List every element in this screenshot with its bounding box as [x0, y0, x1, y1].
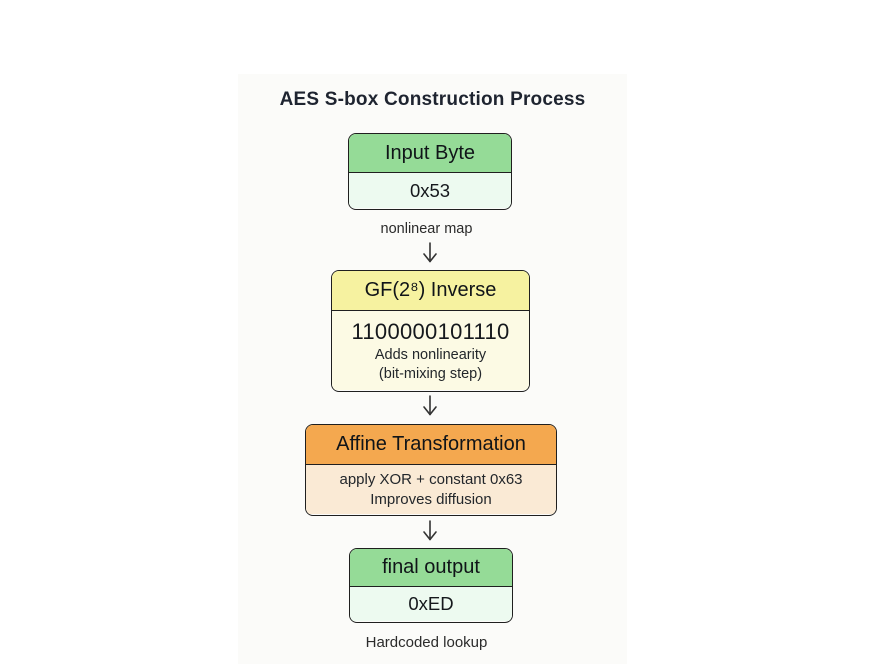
arrow-down-icon [422, 395, 438, 421]
gf-inverse-value: 1100000101110 [351, 318, 510, 344]
node-input-byte-header: Input Byte [349, 134, 511, 173]
node-input-byte-body: 0x53 [349, 173, 511, 208]
node-final-output: final output 0xED [349, 548, 513, 623]
node-final-output-body: 0xED [350, 587, 512, 621]
page-title: AES S-box Construction Process [279, 89, 586, 110]
node-gf-inverse-header: GF(2⁸) Inverse [332, 271, 529, 311]
final-output-value: 0xED [408, 593, 454, 614]
arrow-down-icon [422, 520, 438, 546]
edge-label-hardcoded-lookup: Hardcoded lookup [365, 634, 488, 651]
node-affine-transformation-body: apply XOR + constant 0x63 Improves diffu… [306, 465, 556, 514]
node-final-output-header: final output [350, 549, 512, 587]
gf-inverse-note-2: (bit-mixing step) [378, 366, 483, 382]
affine-note-2: Improves diffusion [370, 490, 492, 508]
affine-note-1: apply XOR + constant 0x63 [339, 471, 523, 488]
arrow-down-icon [422, 242, 438, 268]
node-gf-inverse: GF(2⁸) Inverse 1100000101110 Adds nonlin… [331, 270, 530, 392]
gf-inverse-note-1: Adds nonlinearity [374, 346, 487, 363]
node-input-byte: Input Byte 0x53 [348, 133, 512, 210]
edge-label-nonlinear-map: nonlinear map [380, 221, 473, 237]
node-affine-transformation: Affine Transformation apply XOR + consta… [305, 424, 557, 516]
input-byte-value: 0x53 [409, 179, 451, 201]
node-affine-transformation-header: Affine Transformation [306, 425, 556, 465]
node-gf-inverse-body: 1100000101110 Adds nonlinearity (bit-mix… [332, 311, 529, 390]
